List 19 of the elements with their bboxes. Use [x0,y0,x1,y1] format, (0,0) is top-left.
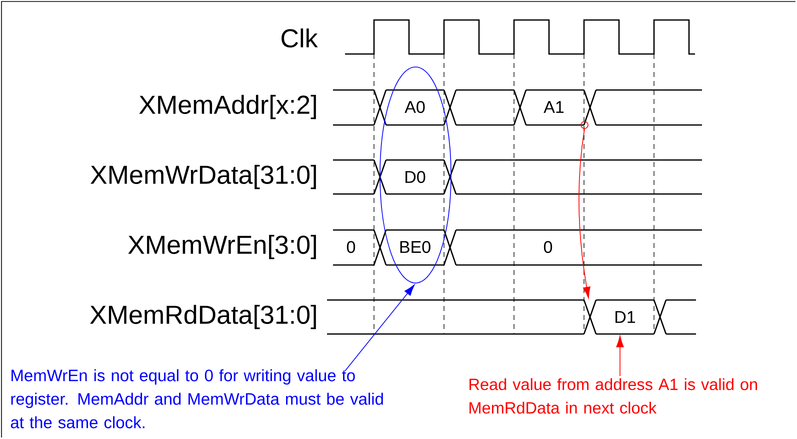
signal-name: XMemWrData[31:0] [90,164,316,190]
arrow [578,128,590,298]
signal-name: Clk [282,28,318,48]
bus-value: 0 [544,240,552,254]
bus-value: A1 [544,101,564,113]
marker-circle [580,121,588,129]
signal-name: XMemWrEn[3:0] [128,234,316,260]
bus-value: BE0 [400,240,430,254]
highlight-ellipse [380,66,452,284]
arrow [344,284,415,372]
bus-value: A0 [404,100,425,114]
arrow [616,336,624,376]
annotation-text: Read value from address A1 is valid on MemRdData in next clock [470,378,757,414]
bus-value: D1 [616,311,636,323]
annotation-text: MemWrEn is not equal to 0 for writing value to register. MemAddr and MemWrData must be valid at the same clock. [10,369,383,428]
signal-name: XMemRdData[31:0] [90,304,316,330]
signal-name: XMemAddr[x:2] [139,94,316,120]
bus-value: 0 [346,240,356,254]
bus-value: D0 [406,170,426,184]
